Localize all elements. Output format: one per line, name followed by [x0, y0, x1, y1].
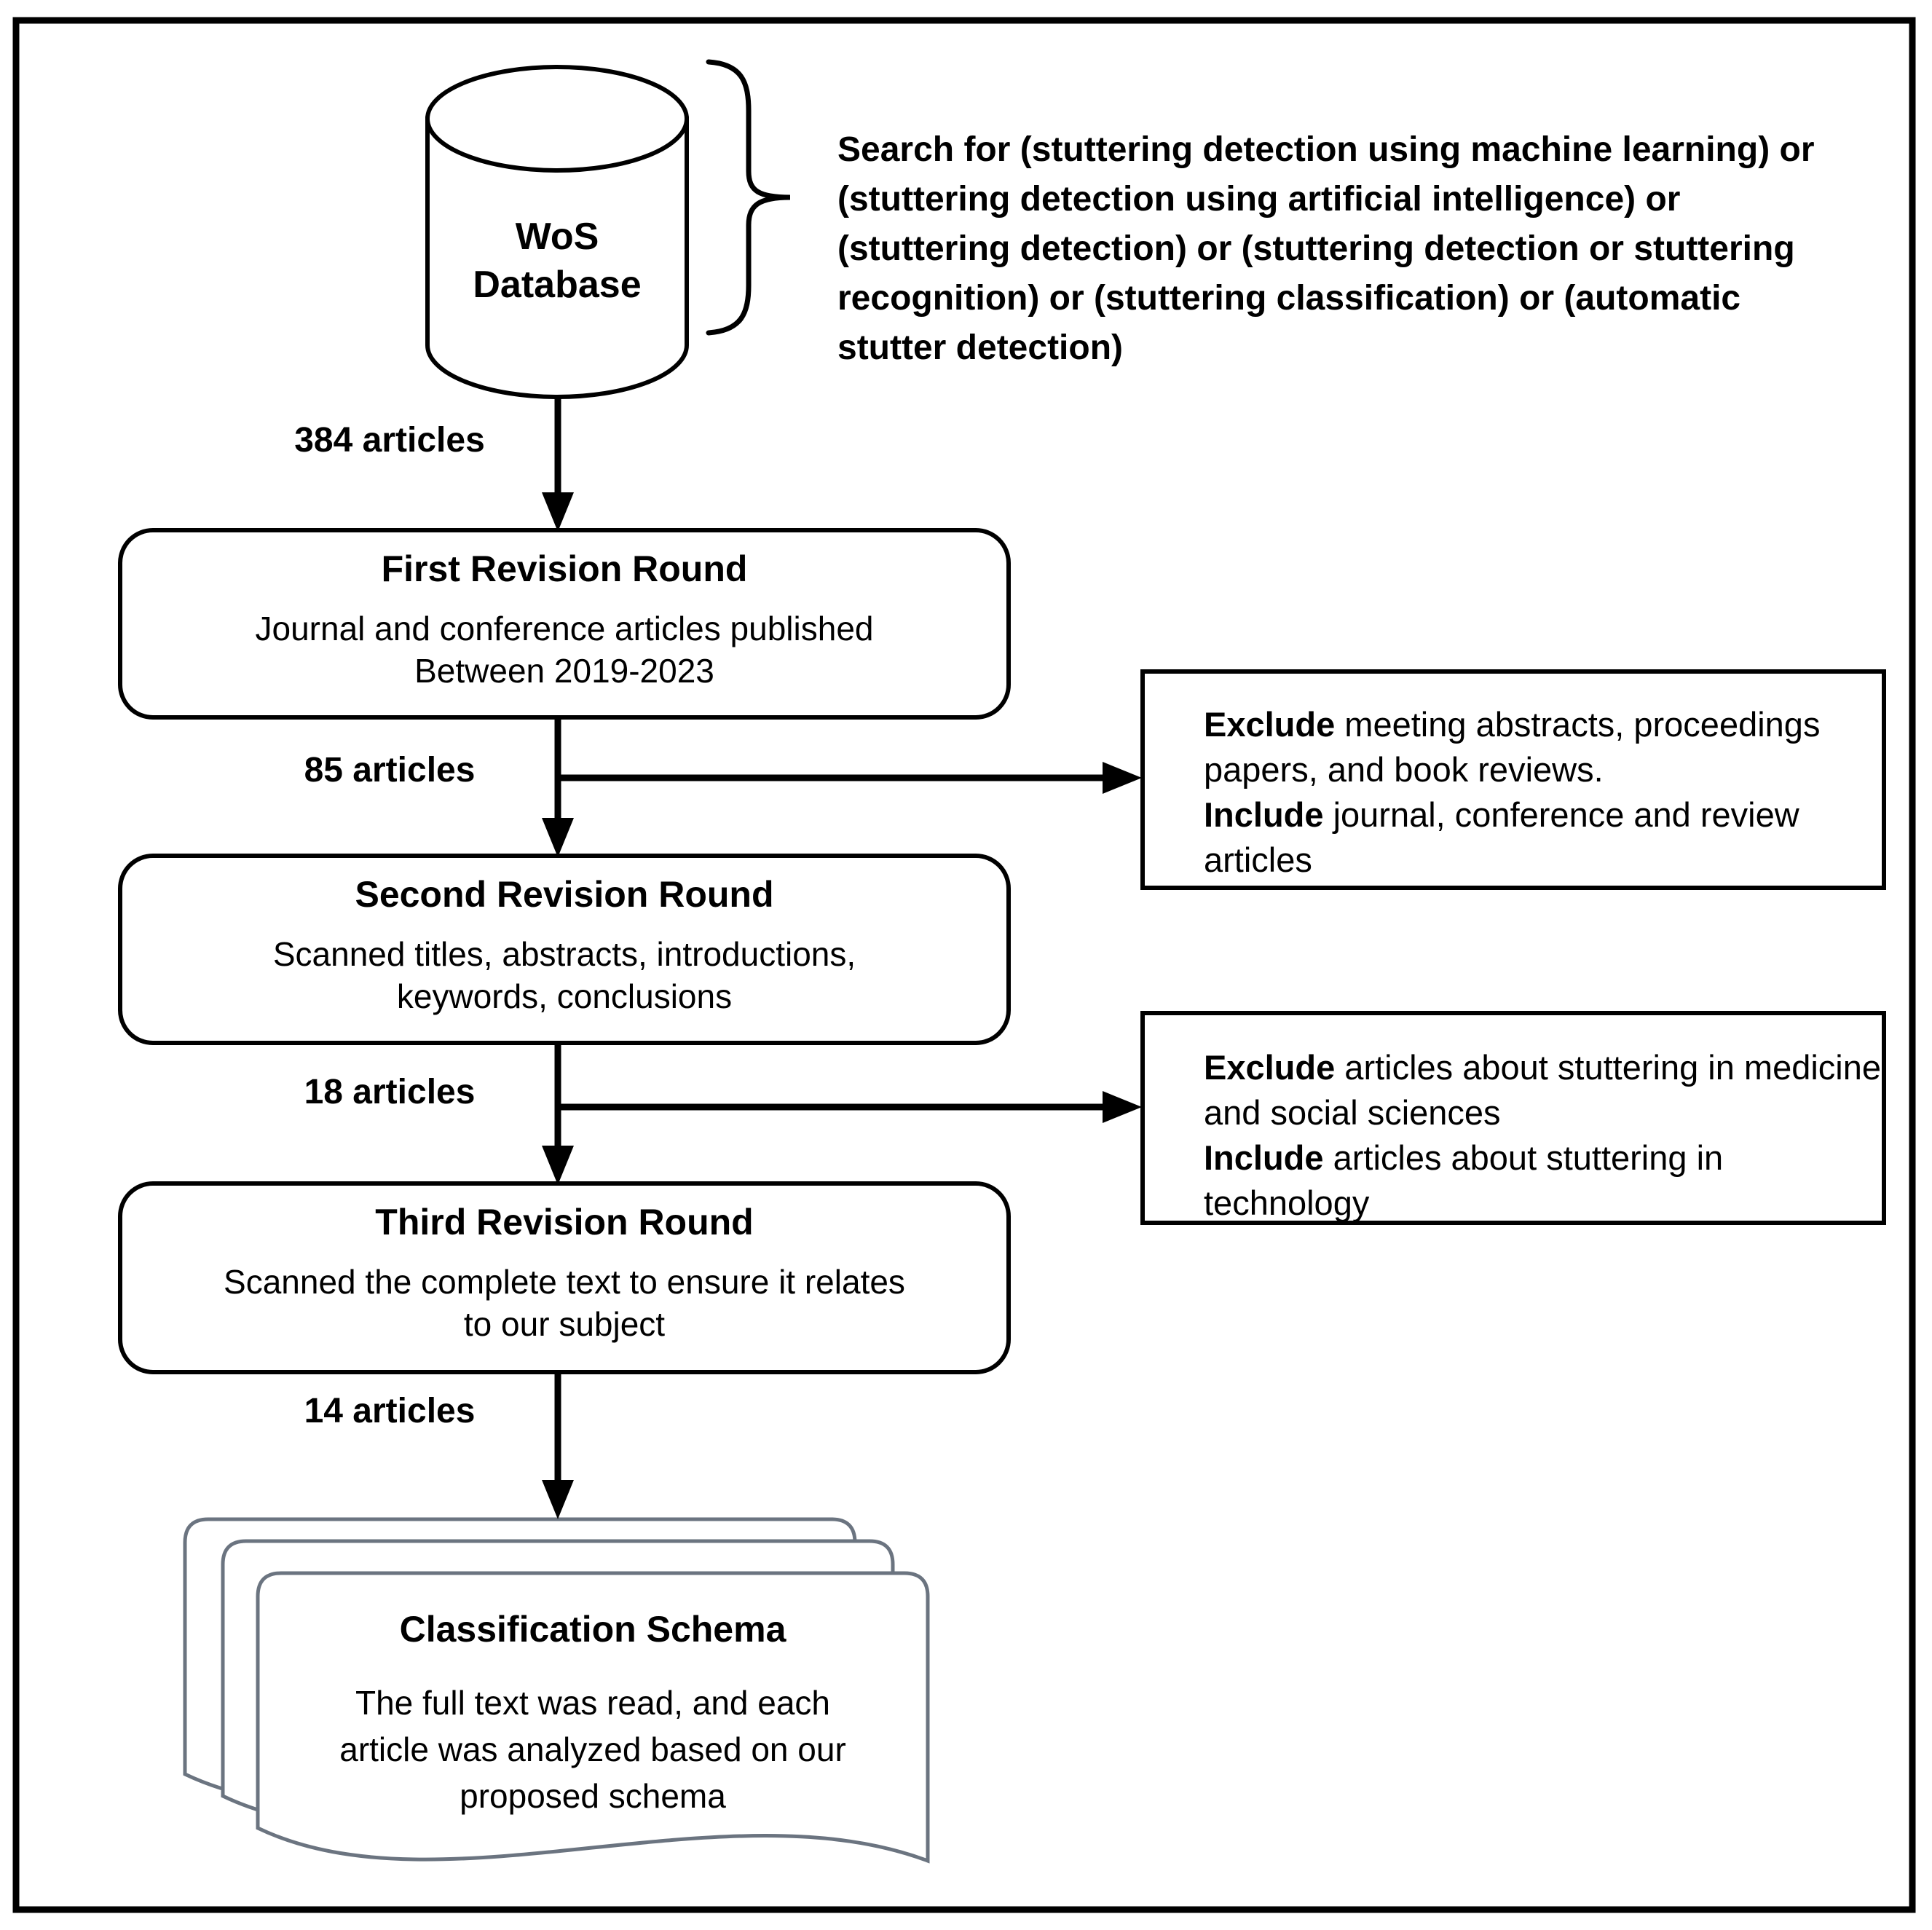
criteria1-rest: journal, conference and review	[1323, 795, 1799, 834]
flow-arrow-shafts	[554, 397, 1105, 1483]
criteria2-rest: articles about stuttering in	[1323, 1138, 1724, 1177]
brace-icon	[706, 59, 791, 336]
count-85-label: 85 articles	[304, 751, 476, 789]
criteria1-rest: meeting abstracts, proceedings	[1335, 705, 1821, 744]
search-query-line: (stuttering detection) or (stuttering de…	[837, 229, 1795, 268]
criteria2-line: technology	[1204, 1181, 1859, 1226]
search-query-text: Search for (stuttering detection using m…	[837, 125, 1915, 373]
criteria2-line: Exclude articles about stuttering in med…	[1204, 1045, 1881, 1090]
round2-body-line: keywords, conclusions	[396, 977, 733, 1015]
round3-title: Third Revision Round	[375, 1202, 754, 1242]
round2-body: Scanned titles, abstracts, introductions…	[120, 933, 1009, 1017]
arrowhead-down-1	[542, 492, 574, 532]
search-query-line: stutter detection)	[837, 328, 1124, 367]
criteria1-bold: Include	[1204, 795, 1324, 834]
criteria2-rest: technology	[1204, 1183, 1370, 1222]
arrowhead-right-2	[1103, 1091, 1142, 1123]
figure-border	[12, 17, 1916, 1913]
database-cylinder-icon	[425, 65, 689, 399]
criteria2-bold: Exclude	[1204, 1048, 1336, 1087]
arrowhead-down-3	[542, 1146, 574, 1185]
criteria1-text: Exclude meeting abstracts, proceedings p…	[1204, 702, 1859, 883]
round1-body: Journal and conference articles publishe…	[120, 607, 1009, 692]
database-label-line1: WoS	[515, 216, 599, 258]
arrowhead-right-1	[1103, 762, 1142, 794]
criteria1-line: Exclude meeting abstracts, proceedings	[1204, 702, 1859, 747]
criteria2-line: and social sciences	[1204, 1090, 1859, 1135]
search-query-line: (stuttering detection using artificial i…	[837, 180, 1681, 218]
round2-body-line: Scanned titles, abstracts, introductions…	[272, 935, 856, 973]
round3-body-line: to our subject	[463, 1305, 666, 1343]
schema-body-line: The full text was read, and each	[355, 1684, 831, 1722]
round1-box	[118, 528, 1011, 720]
round3-body: Scanned the complete text to ensure it r…	[120, 1261, 1009, 1345]
schema-title: Classification Schema	[399, 1609, 786, 1650]
search-query-line: recognition) or (stuttering classificati…	[837, 279, 1741, 318]
flow-arrow-heads	[542, 492, 1142, 1519]
criteria2-text: Exclude articles about stuttering in med…	[1204, 1045, 1881, 1226]
criteria1-line: Include journal, conference and review	[1204, 792, 1859, 838]
count-384-label: 384 articles	[294, 421, 485, 460]
database-label-line2: Database	[473, 264, 642, 306]
document-stack-icon	[183, 1517, 930, 1864]
criteria1-line: articles	[1204, 838, 1859, 883]
round2-title: Second Revision Round	[355, 874, 774, 915]
arrowhead-down-4	[542, 1480, 574, 1519]
round1-body-line: Journal and conference articles publishe…	[255, 610, 874, 647]
criteria2-box	[1140, 1011, 1886, 1225]
criteria2-line: Include articles about stuttering in	[1204, 1135, 1859, 1181]
schema-body-line: article was analyzed based on our	[339, 1730, 846, 1768]
criteria2-bold: Include	[1204, 1138, 1324, 1177]
search-query-line: Search for (stuttering detection using m…	[837, 130, 1815, 169]
count-18-label: 18 articles	[304, 1073, 476, 1111]
database-label: WoS Database	[427, 213, 687, 309]
criteria1-line: papers, and book reviews.	[1204, 747, 1859, 792]
round1-title: First Revision Round	[381, 548, 748, 589]
criteria2-rest: articles about stuttering in medicine	[1335, 1048, 1882, 1087]
criteria1-rest: articles	[1204, 840, 1312, 879]
criteria1-rest: papers, and book reviews.	[1204, 750, 1604, 789]
round2-box	[118, 854, 1011, 1045]
round1-body-line: Between 2019-2023	[414, 652, 714, 690]
arrowhead-down-2	[542, 818, 574, 857]
round3-box	[118, 1181, 1011, 1374]
criteria1-bold: Exclude	[1204, 705, 1336, 744]
count-14-label: 14 articles	[304, 1392, 476, 1430]
criteria2-rest: and social sciences	[1204, 1093, 1501, 1132]
schema-body: The full text was read, and each article…	[258, 1679, 928, 1819]
criteria1-box	[1140, 669, 1886, 890]
schema-body-line: proposed schema	[460, 1777, 726, 1815]
round3-body-line: Scanned the complete text to ensure it r…	[224, 1263, 905, 1301]
